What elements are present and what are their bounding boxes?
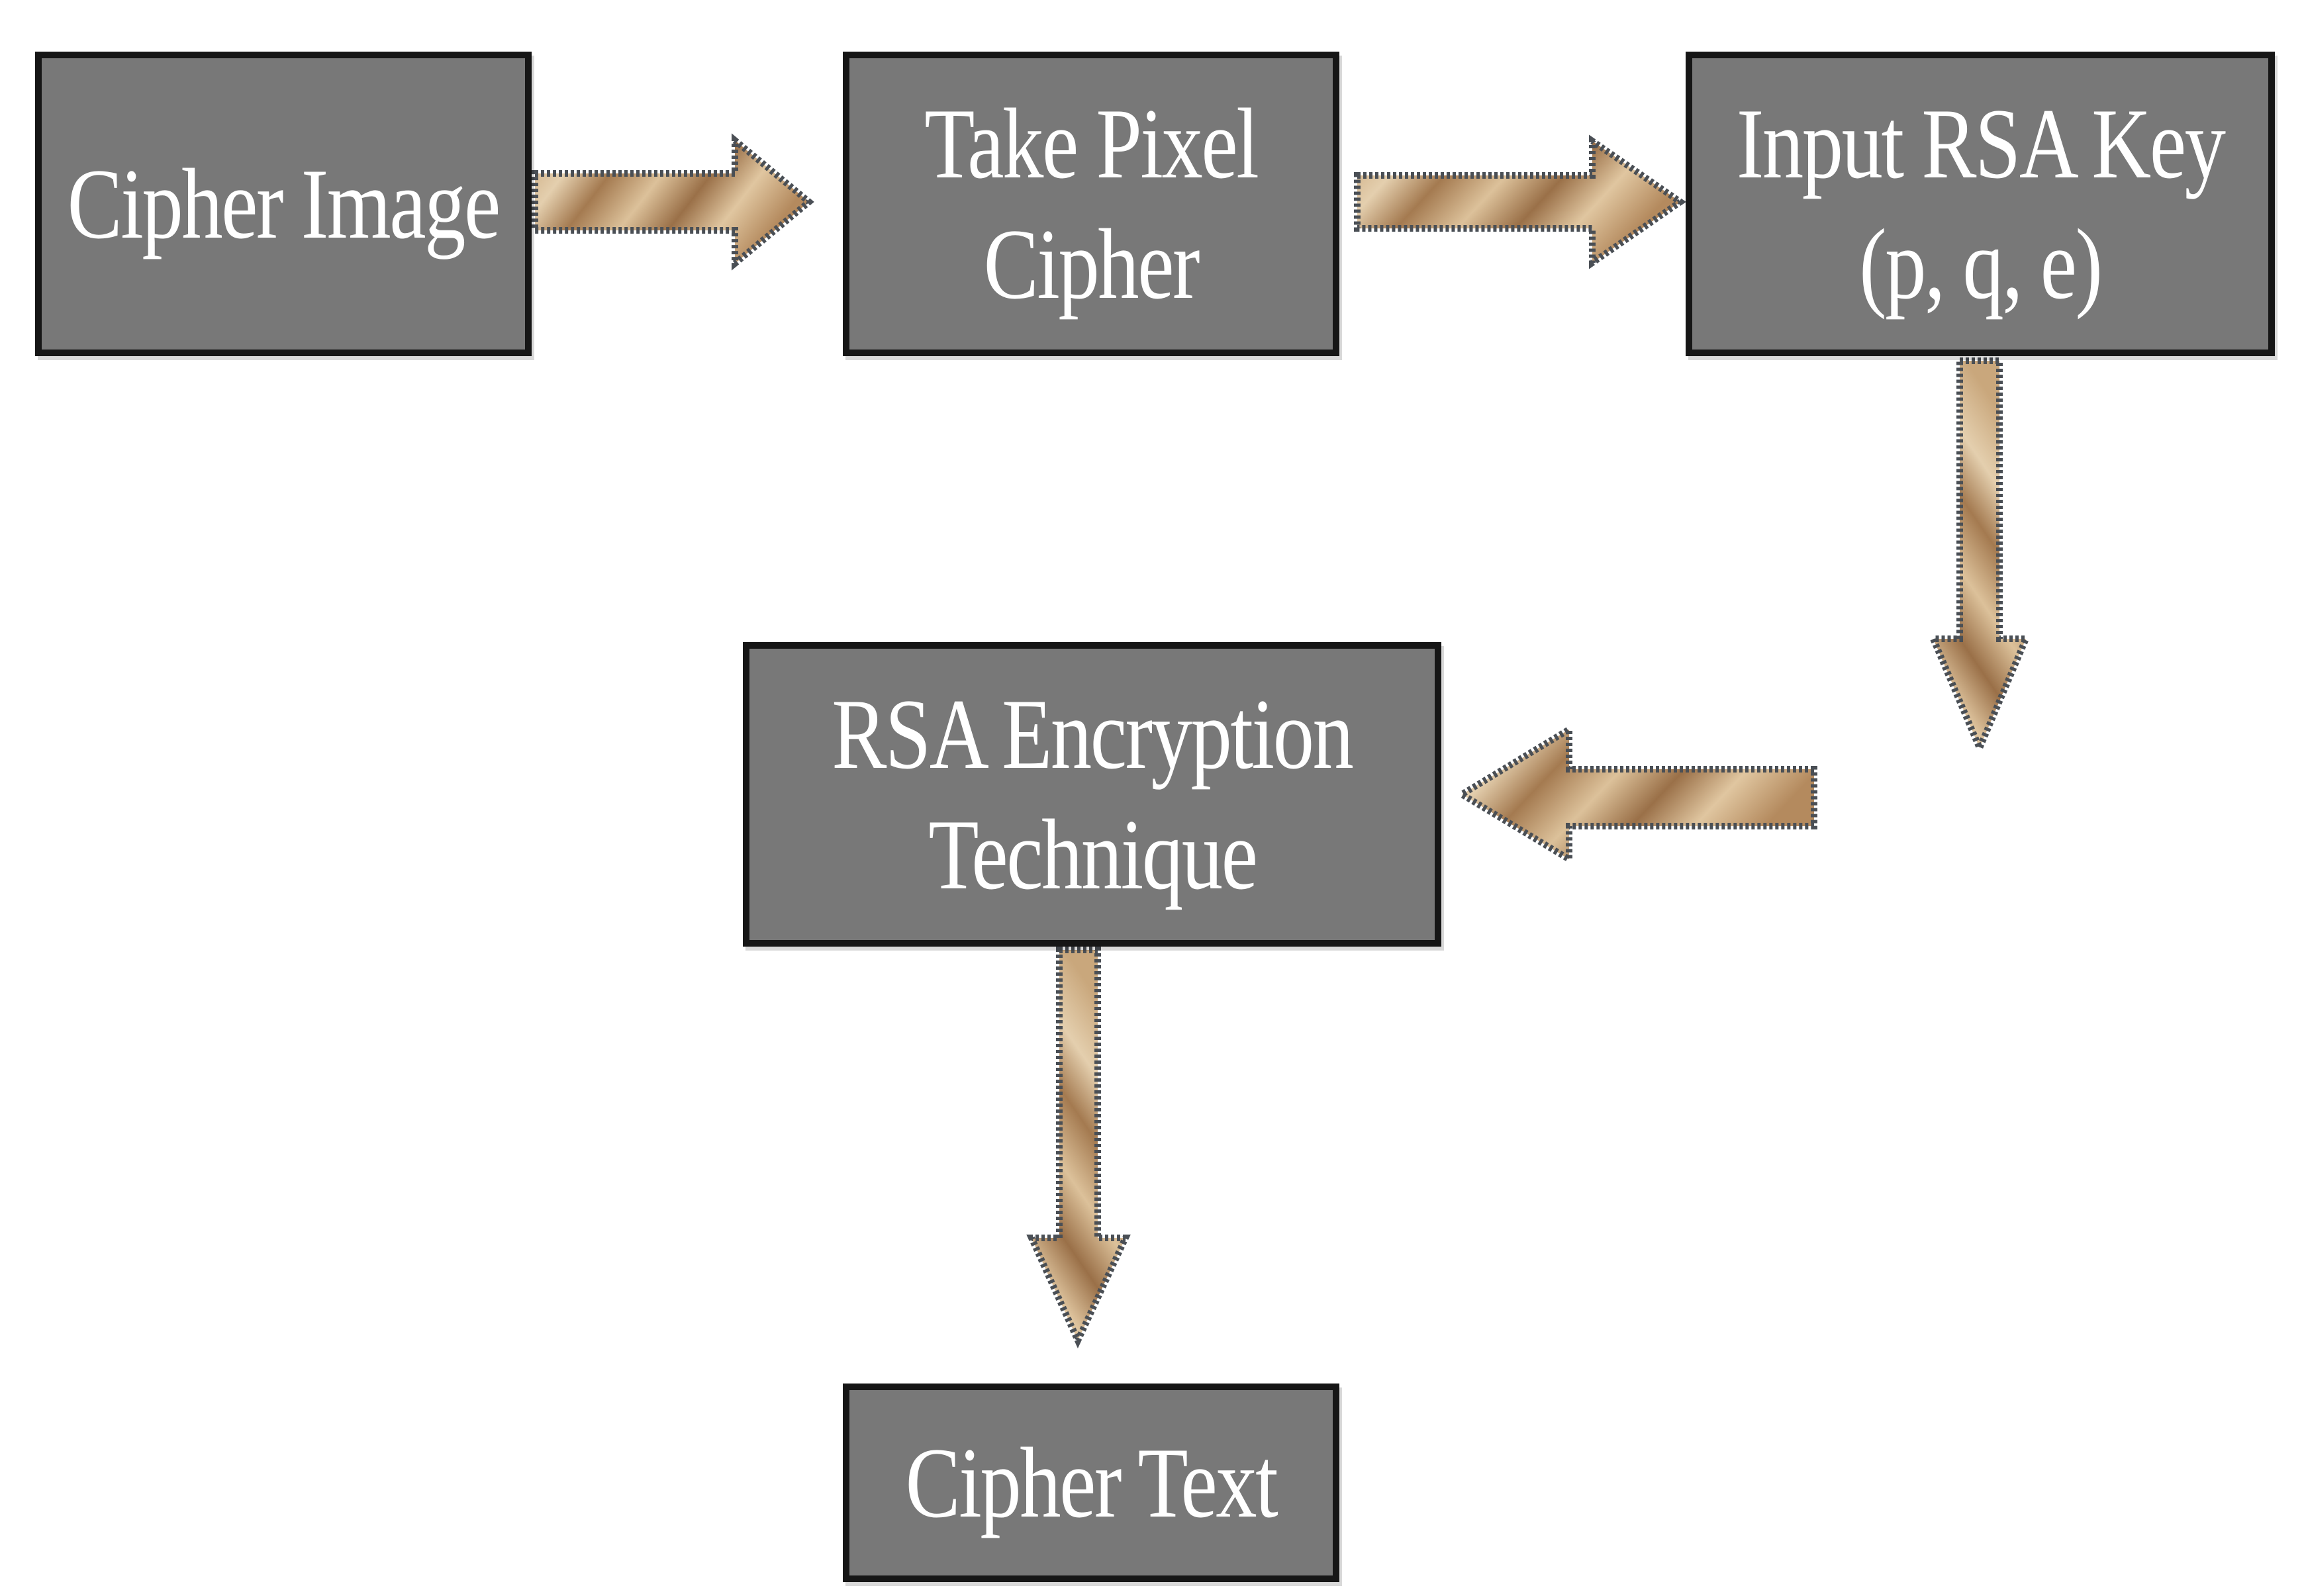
- arrow-left-1: [1455, 724, 1817, 865]
- node-label: Take Pixel: [924, 87, 1259, 199]
- arrow-down-2: [1026, 947, 1131, 1349]
- arrow-right-2: [1354, 134, 1686, 269]
- node-label: Cipher Text: [905, 1427, 1278, 1538]
- node-label: Input RSA Key: [1736, 87, 2226, 199]
- node-input-rsa-key: Input RSA Key (p, q, e): [1686, 52, 2275, 356]
- arrow-right-1: [532, 133, 814, 271]
- arrow-down-1: [1928, 357, 2031, 757]
- node-cipher-image: Cipher Image: [35, 52, 532, 356]
- node-cipher-text: Cipher Text: [843, 1384, 1339, 1582]
- node-label: (p, q, e): [1859, 209, 2103, 320]
- node-take-pixel-cipher: Take Pixel Cipher: [843, 52, 1339, 356]
- node-label: Cipher Image: [67, 148, 501, 259]
- node-label: RSA Encryption: [832, 678, 1354, 790]
- node-label: Cipher: [983, 209, 1200, 320]
- node-rsa-encryption-technique: RSA Encryption Technique: [743, 642, 1441, 947]
- node-label: Technique: [928, 799, 1258, 910]
